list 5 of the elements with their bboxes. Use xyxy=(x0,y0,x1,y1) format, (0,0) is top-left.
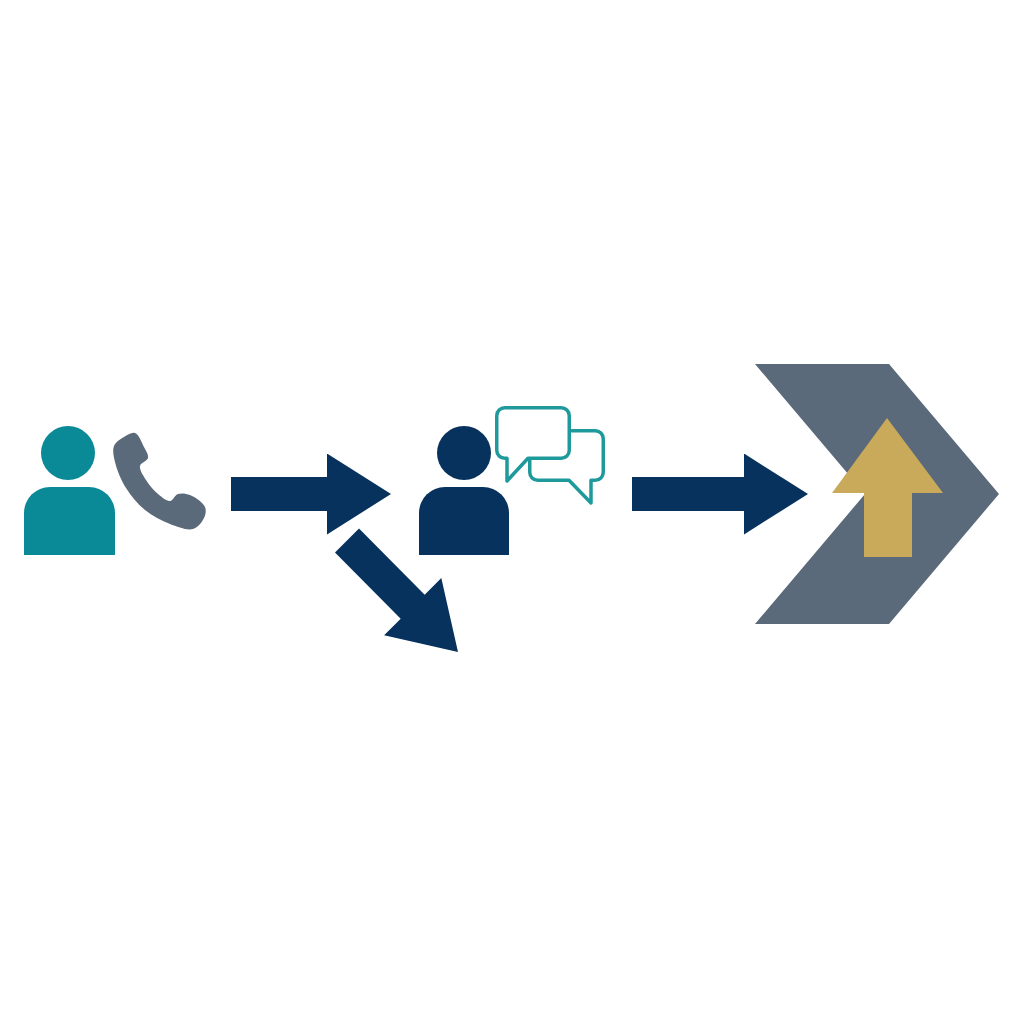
person-with-phone-icon xyxy=(24,426,208,555)
chevron-with-up-arrow-icon xyxy=(755,364,999,624)
arrow xyxy=(231,453,391,535)
person-with-chat-bubbles-icon xyxy=(419,406,605,555)
arrow xyxy=(632,453,808,535)
